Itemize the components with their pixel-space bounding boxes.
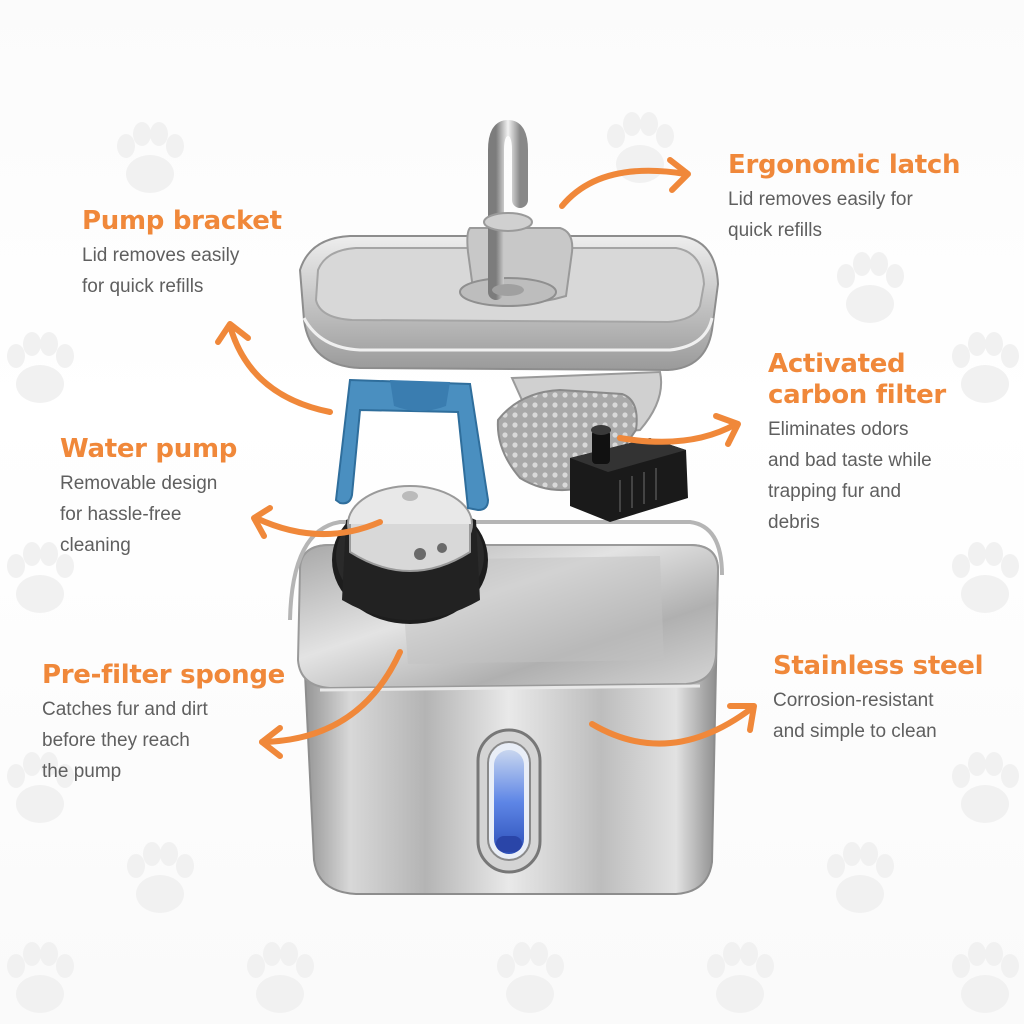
callout-title: Ergonomic latch <box>728 150 961 180</box>
callout-title: Pump bracket <box>82 206 282 236</box>
desc-line: Lid removes easily for <box>728 189 913 210</box>
pump-filter-cap <box>347 485 473 572</box>
callout-description: Lid removes easily for quick refills <box>728 184 1008 246</box>
callout-stainless-steel: Stainless steel Corrosion-resistant and … <box>773 651 1013 747</box>
callout-description: Eliminates odors and bad taste while tra… <box>768 414 1008 538</box>
pump-bracket <box>334 378 490 512</box>
callout-title: Activated carbon filter <box>768 349 1008 411</box>
desc-line: the pump <box>42 761 122 782</box>
curved-arrow-icon <box>589 703 757 747</box>
desc-line: debris <box>768 512 820 533</box>
callout-ergonomic-latch: Ergonomic latch Lid removes easily for q… <box>728 150 1008 246</box>
desc-line: and bad taste while <box>768 450 932 471</box>
desc-line: Catches fur and dirt <box>42 699 208 720</box>
desc-line: Lid removes easily <box>82 245 240 266</box>
title-line: carbon filter <box>768 380 946 410</box>
desc-line: quick refills <box>728 220 822 241</box>
desc-line: cleaning <box>60 535 131 556</box>
curved-arrow-icon <box>559 157 691 209</box>
curved-arrow-icon <box>617 413 741 447</box>
callout-description: Lid removes easily for quick refills <box>82 240 322 302</box>
desc-line: for hassle-free <box>60 504 182 525</box>
callout-pre-filter-sponge: Pre-filter sponge Catches fur and dirt b… <box>42 660 292 787</box>
curved-arrow-icon <box>215 321 333 415</box>
callout-description: Corrosion-resistant and simple to clean <box>773 685 1013 747</box>
desc-line: trapping fur and <box>768 481 902 502</box>
desc-line: Corrosion-resistant <box>773 690 934 711</box>
callout-description: Catches fur and dirt before they reach t… <box>42 694 292 787</box>
callout-title: Stainless steel <box>773 651 984 681</box>
fountain-spout <box>483 119 533 300</box>
lid-tray <box>298 227 720 372</box>
callout-water-pump: Water pump Removable design for hassle-f… <box>60 434 280 561</box>
desc-line: before they reach <box>42 730 190 751</box>
curved-arrow-icon <box>251 505 383 539</box>
desc-line: and simple to clean <box>773 721 937 742</box>
callout-title: Water pump <box>60 434 238 464</box>
callout-pump-bracket: Pump bracket Lid removes easily for quic… <box>82 206 322 302</box>
callout-title: Pre-filter sponge <box>42 660 285 690</box>
desc-line: Eliminates odors <box>768 419 909 440</box>
curved-arrow-icon <box>259 649 403 759</box>
callout-activated-carbon-filter: Activated carbon filter Eliminates odors… <box>768 349 1008 538</box>
water-level-window <box>476 728 542 874</box>
callout-description: Removable design for hassle-free cleanin… <box>60 468 280 561</box>
desc-line: Removable design <box>60 473 218 494</box>
title-line: Activated <box>768 349 906 379</box>
water-pump <box>570 425 688 522</box>
desc-line: for quick refills <box>82 276 204 297</box>
